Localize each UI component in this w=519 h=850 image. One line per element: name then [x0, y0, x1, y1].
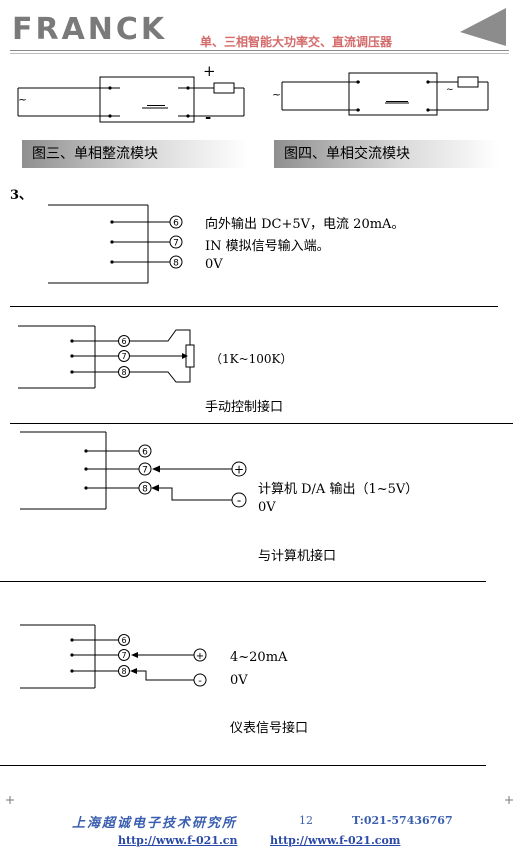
terminal-6-icon — [118, 634, 130, 646]
arrow-left-icon — [130, 668, 137, 674]
meter-interface-diagram — [20, 624, 207, 689]
svg-text:+: + — [234, 463, 244, 477]
fig4-caption: 图四、单相交流模块 — [274, 140, 499, 168]
computer-interface-diagram — [20, 431, 247, 510]
section-divider — [10, 423, 513, 424]
svg-text:6: 6 — [121, 636, 126, 645]
footer-phone: T:021-57436767 — [352, 814, 453, 827]
svg-text:8: 8 — [121, 368, 126, 377]
terminal-7-icon — [118, 350, 130, 362]
header-rule — [10, 50, 509, 51]
terminal-8-icon — [118, 366, 130, 378]
franck-logo: FRANCK — [12, 12, 168, 47]
terminal-8-icon — [118, 665, 130, 677]
pin8-description: 0V — [205, 257, 223, 272]
section-divider — [10, 306, 498, 307]
svg-text:-: - — [237, 494, 241, 508]
fig4-module-mark — [386, 101, 408, 102]
computer-zero-label: 0V — [258, 500, 276, 515]
footer-link-cn[interactable]: http://www.f-021.cn — [118, 834, 238, 847]
meter-current-label: 4~20mA — [230, 650, 288, 665]
svg-text:6: 6 — [121, 337, 126, 346]
arrow-left-icon — [131, 652, 138, 658]
terminal-8-icon — [169, 255, 183, 269]
terminal-6-icon — [118, 335, 130, 347]
svg-text:8: 8 — [142, 485, 148, 495]
plus-terminal-icon — [231, 461, 247, 477]
fig3-ac-symbol: ~ — [18, 93, 28, 106]
fig3-module-mark — [147, 105, 165, 106]
svg-text:7: 7 — [121, 352, 126, 361]
fig4-output-symbol: ~ — [446, 85, 454, 95]
fig3-plus-label: + — [203, 62, 216, 80]
fig3-load-resistor — [213, 82, 235, 94]
footer-link-com[interactable]: http://www.f-021.com — [270, 834, 401, 847]
svg-text:+: + — [196, 651, 204, 662]
header-triangle-icon — [460, 8, 506, 46]
header-rule-secondary — [10, 53, 509, 54]
fig3-minus-label: - — [205, 108, 212, 126]
terminal-6-icon — [169, 215, 183, 229]
pin-7-label: 7 — [173, 239, 179, 249]
fig4-diagram — [281, 72, 489, 116]
section3-terminal-block — [48, 204, 183, 284]
fig3-diagram — [17, 76, 245, 123]
svg-text:6: 6 — [142, 448, 148, 458]
pin7-description: IN 模拟信号输入端。 — [205, 239, 330, 254]
header-title: 单、三相智能大功率交、直流调压器 — [200, 35, 393, 49]
pin6-description: 向外输出 DC+5V，电流 20mA。 — [205, 217, 405, 232]
section-number: 3、 — [10, 188, 33, 203]
svg-text:7: 7 — [121, 651, 126, 660]
pin-8-label: 8 — [173, 259, 179, 269]
computer-interface-caption: 与计算机接口 — [258, 549, 337, 564]
svg-text:-: - — [198, 676, 202, 687]
manual-control-caption: 手动控制接口 — [205, 400, 284, 415]
wiper-arrow-icon — [182, 353, 188, 359]
fig3-caption: 图三、单相整流模块 — [22, 140, 248, 168]
fig4-ac-symbol: ~ — [272, 88, 282, 101]
fig3-module-box — [99, 76, 195, 123]
pin-6-label: 6 — [173, 219, 179, 229]
section-divider — [0, 765, 486, 766]
meter-zero-label: 0V — [230, 673, 248, 688]
svg-text:7: 7 — [142, 466, 148, 476]
resistor-range-label: （1K~100K） — [210, 352, 293, 366]
arrow-left-icon — [151, 484, 159, 492]
fig4-load-resistor — [457, 76, 479, 88]
computer-da-output-label: 计算机 D/A 输出（1~5V） — [258, 482, 419, 497]
plus-terminal-icon — [193, 648, 207, 662]
minus-terminal-icon — [231, 492, 247, 508]
svg-text:8: 8 — [121, 667, 126, 676]
terminal-7-icon — [138, 462, 152, 476]
footer-company-name: 上海超诚电子技术研究所 — [72, 816, 238, 831]
meter-interface-caption: 仪表信号接口 — [230, 721, 309, 736]
manual-control-diagram — [18, 325, 195, 389]
section-divider — [0, 581, 486, 582]
terminal-6-icon — [138, 444, 152, 458]
fig4-module-box — [348, 72, 438, 116]
terminal-7-icon — [169, 235, 183, 249]
page-number: 12 — [299, 814, 313, 827]
arrow-left-icon — [152, 465, 160, 473]
terminal-7-icon — [118, 649, 130, 661]
minus-terminal-icon — [193, 673, 207, 687]
